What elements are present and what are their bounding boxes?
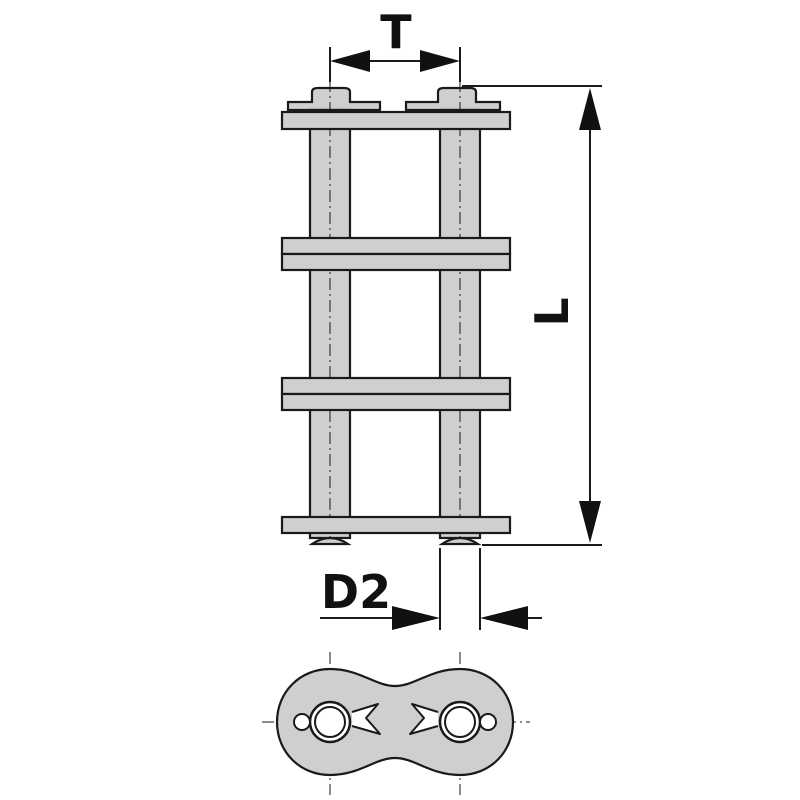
arrow-right-icon <box>420 50 460 72</box>
arrow-up-icon <box>579 88 601 130</box>
dimension-t: T <box>329 5 461 82</box>
pin-head-right <box>404 86 502 112</box>
chain-link-side-view <box>280 80 512 546</box>
dimension-label-l: L <box>525 297 579 326</box>
middle-plate-lower-a <box>280 376 512 396</box>
pin-end-left <box>308 536 352 546</box>
middle-plate-upper-b <box>280 252 512 272</box>
pin-end-right <box>438 536 482 546</box>
spring-clip-left-icon <box>351 703 381 735</box>
arrow-right-icon <box>392 606 440 630</box>
pin-hole-left-inner <box>314 706 346 738</box>
arrow-left-icon <box>330 50 370 72</box>
top-plate <box>280 110 512 131</box>
cotter-hole-right <box>479 713 497 731</box>
pin-head-left <box>286 86 382 112</box>
dimension-d2: D2 <box>320 548 542 630</box>
dimension-label-t: T <box>380 5 412 59</box>
arrow-left-icon <box>480 606 528 630</box>
spring-clip-right-icon <box>409 703 439 735</box>
bottom-plate <box>280 515 512 535</box>
connecting-link-plate-view <box>262 652 530 795</box>
dimension-l: L <box>462 85 602 546</box>
link-plate <box>275 667 515 777</box>
pin-hole-right-inner <box>444 706 476 738</box>
dimension-label-d2: D2 <box>321 565 391 619</box>
middle-plate-upper-a <box>280 236 512 256</box>
cotter-hole-left <box>293 713 311 731</box>
middle-plate-lower-b <box>280 392 512 412</box>
arrow-down-icon <box>579 501 601 543</box>
